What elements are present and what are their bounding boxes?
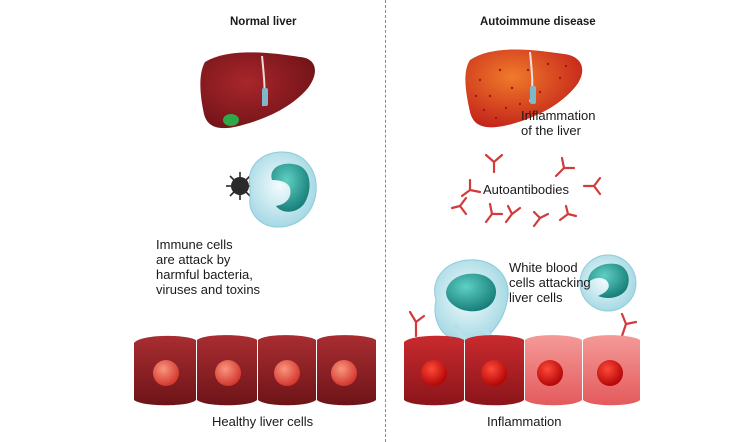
liver-inflammation-caption: Inflammation of the liver — [521, 108, 596, 138]
autoantibodies-caption: Autoantibodies — [483, 182, 570, 197]
inflamed-cell — [525, 335, 582, 406]
panel-divider — [385, 0, 386, 442]
antibody — [582, 176, 602, 196]
antibody — [554, 156, 576, 178]
antibody — [504, 204, 522, 224]
immune-cells-caption: Immune cells are attack by harmful bacte… — [156, 237, 261, 297]
healthy-cell — [258, 335, 316, 406]
healthy-cell — [197, 335, 257, 406]
wbc-caption: White blood cells attacking liver cells — [509, 260, 591, 305]
normal-liver — [200, 52, 315, 129]
inflammation-caption: Inflammation — [487, 414, 562, 429]
healthy-cell — [317, 335, 376, 406]
inflamed-cell — [465, 335, 524, 406]
right-panel-title: Autoimmune disease — [480, 16, 596, 28]
antibody — [484, 202, 504, 224]
antibody — [450, 196, 468, 216]
bacterium — [226, 172, 254, 200]
antibody — [460, 178, 482, 198]
antibody — [620, 312, 638, 338]
antibody — [558, 204, 578, 222]
healthy-cell — [134, 335, 196, 406]
antibody — [408, 310, 426, 338]
inflamed-cell — [583, 335, 640, 406]
inflamed-cell — [404, 335, 464, 406]
white-blood-cell — [579, 254, 637, 312]
bound-antibodies — [408, 310, 638, 338]
inflamed-liver — [465, 49, 583, 128]
antibody — [532, 210, 550, 228]
gallbladder — [223, 114, 239, 126]
inflamed-liver-cells — [404, 335, 640, 406]
healthy-cells-caption: Healthy liver cells — [212, 414, 314, 429]
antibody — [484, 153, 504, 174]
immune-cell-left — [248, 151, 317, 228]
left-panel-title: Normal liver — [230, 16, 297, 28]
white-blood-cell-attacking — [434, 259, 509, 349]
autoantibodies — [450, 153, 602, 228]
healthy-liver-cells — [134, 335, 376, 406]
